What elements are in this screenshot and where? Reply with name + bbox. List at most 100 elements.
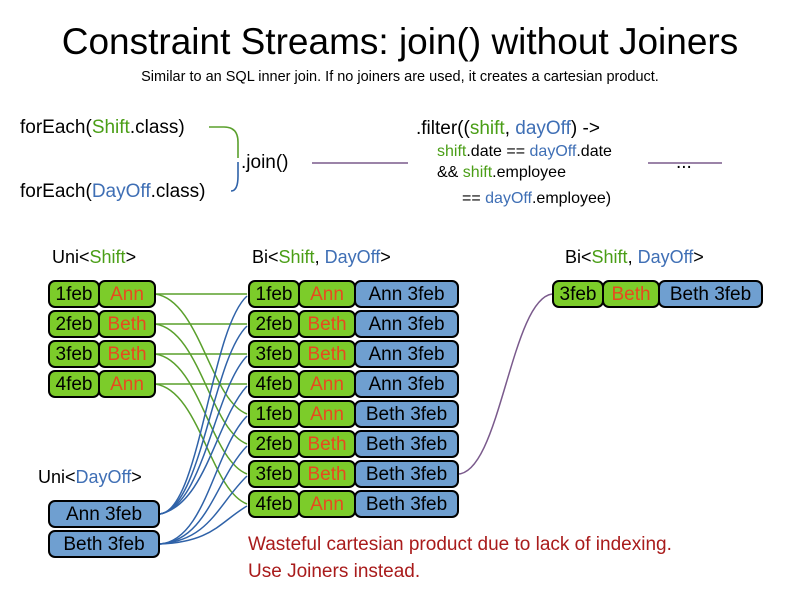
uni-shift-post: > [125,247,137,267]
uni-dayoff-post: > [131,467,142,487]
filter-l2-shift: shift [437,143,467,160]
uni-dayoff-type: DayOff [75,467,132,487]
code-filter-line4: == dayOff.employee) [462,190,611,208]
filter-l3-end: .employee [492,164,566,181]
uni-shift-pre: Uni< [52,247,90,267]
foreach-shift-post: .class) [129,117,185,138]
code-filter-line3: && shift.employee [437,164,566,182]
shift-date-cell: 2feb [48,310,100,338]
list-item[interactable]: Ann 3feb [48,500,160,528]
filter-arrow: ) -> [570,118,600,139]
bi-date-cell: 1feb [248,280,300,308]
bi-employee-cell: Beth [298,430,356,458]
bi-type-a: Shift [278,247,315,267]
foreach-shift-pre: forEach( [20,117,92,138]
code-filter-line1: .filter((shift, dayOff) -> [416,118,600,140]
bi-post: > [380,247,391,267]
bi-dayoff-cell: Ann 3feb [354,280,459,308]
label-bi-result: Bi<Shift, DayOff> [565,247,704,268]
result-employee-cell: Beth [602,280,660,308]
result-date-cell: 3feb [552,280,604,308]
filter-l4-end: .employee) [531,190,612,207]
shift-date-cell: 4feb [48,370,100,398]
bi-res-type-a: Shift [591,247,628,267]
bi-date-cell: 3feb [248,340,300,368]
bi-dayoff-cell: Ann 3feb [354,310,459,338]
filter-l4-eq: == [462,190,486,207]
filter-l4-dayoff: dayOff [485,190,532,207]
bi-res-type-b: DayOff [637,247,694,267]
bi-res-post: > [693,247,704,267]
uni-shift-type: Shift [89,247,126,267]
bi-employee-cell: Ann [298,490,356,518]
list-item[interactable]: Beth 3feb [48,530,160,558]
filter-l3-and: && [437,164,463,181]
label-uni-shift: Uni<Shift> [52,247,136,268]
warning-note: Wasteful cartesian product due to lack o… [248,531,672,585]
filter-l2-dayoff: dayOff [529,143,577,160]
dayoff-cell: Ann 3feb [48,500,160,528]
filter-l3-shift: shift [462,164,493,181]
result-dayoff-cell: Beth 3feb [658,280,763,308]
filter-l2-mid: .date == [466,143,530,160]
filter-param-dayoff: dayOff [515,118,571,139]
filter-param-comma: , [504,118,516,139]
bi-employee-cell: Ann [298,400,356,428]
bi-employee-cell: Beth [298,460,356,488]
warning-line-2: Use Joiners instead. [248,561,421,582]
warning-line-1: Wasteful cartesian product due to lack o… [248,534,672,555]
bi-dayoff-cell: Beth 3feb [354,460,459,488]
bi-date-cell: 3feb [248,460,300,488]
page-subtitle: Similar to an SQL inner join. If no join… [141,69,659,85]
bi-pre: Bi< [252,247,279,267]
code-foreach-shift: forEach(Shift.class) [20,117,185,139]
bi-employee-cell: Ann [298,280,356,308]
bi-date-cell: 2feb [248,310,300,338]
bi-sep: , [314,247,325,267]
bi-date-cell: 2feb [248,430,300,458]
bi-type-b: DayOff [324,247,381,267]
foreach-dayoff-post: .class) [150,181,206,202]
uni-dayoff-pre: Uni< [38,467,76,487]
bi-employee-cell: Beth [298,310,356,338]
label-bi-join: Bi<Shift, DayOff> [252,247,391,268]
bi-dayoff-cell: Beth 3feb [354,430,459,458]
bi-employee-cell: Ann [298,370,356,398]
bi-date-cell: 1feb [248,400,300,428]
bi-res-pre: Bi< [565,247,592,267]
code-filter-line2: shift.date == dayOff.date [437,143,612,161]
shift-employee-cell: Beth [98,310,156,338]
code-join-call: .join() [241,152,289,173]
bi-dayoff-cell: Ann 3feb [354,370,459,398]
bi-date-cell: 4feb [248,490,300,518]
bi-dayoff-cell: Ann 3feb [354,340,459,368]
bi-dayoff-cell: Beth 3feb [354,490,459,518]
page-title: Constraint Streams: join() without Joine… [61,21,739,62]
bi-res-sep: , [627,247,638,267]
dayoff-cell: Beth 3feb [48,530,160,558]
foreach-shift-type: Shift [91,117,130,138]
code-ellipsis: ... [676,152,692,173]
label-uni-dayoff: Uni<DayOff> [38,467,142,488]
shift-employee-cell: Ann [98,370,156,398]
foreach-dayoff-type: DayOff [91,181,151,202]
code-foreach-dayoff: forEach(DayOff.class) [20,181,206,203]
bi-employee-cell: Beth [298,340,356,368]
filter-param-shift: shift [469,118,505,139]
bi-date-cell: 4feb [248,370,300,398]
filter-open: .filter(( [416,118,470,139]
